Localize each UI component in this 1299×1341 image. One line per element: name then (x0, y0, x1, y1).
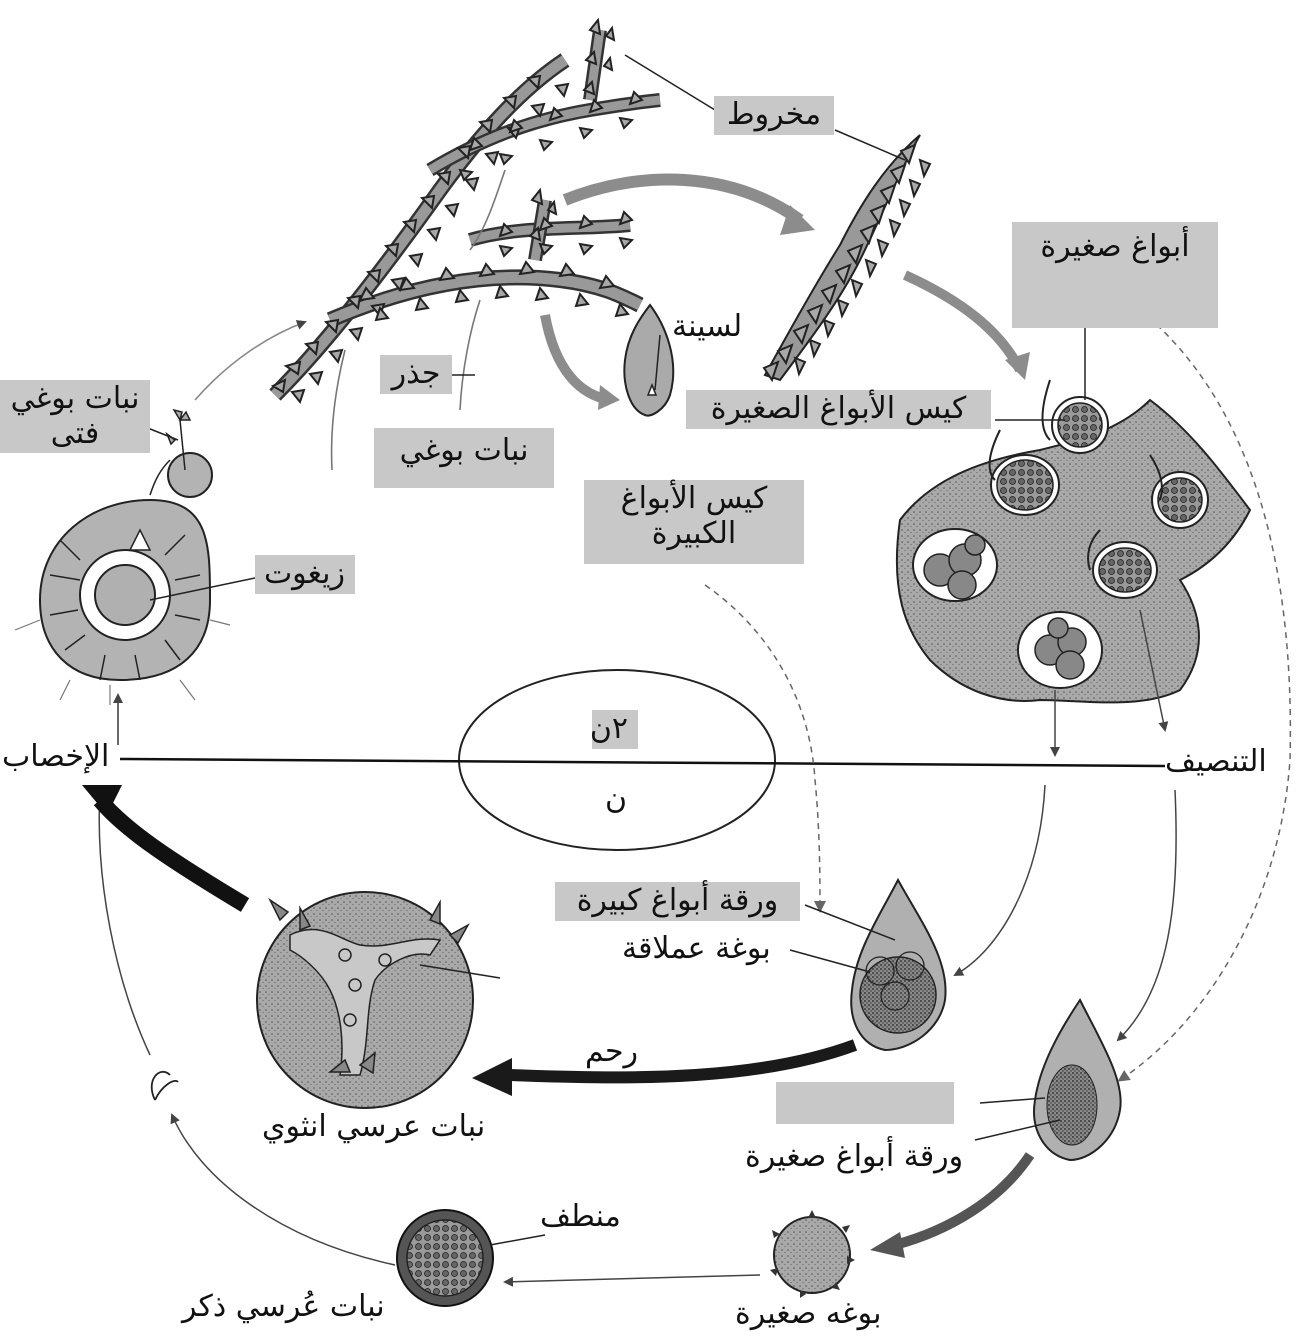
leader-lines (139, 54, 1086, 1246)
ligule-mark (646, 382, 658, 396)
megasporophyll (850, 877, 947, 1052)
label-haploid: ن (605, 781, 628, 816)
label-fertilization: الإخصاب (2, 739, 110, 774)
label-megasporophyll: ورقة أبواغ كبيرة (555, 882, 800, 921)
label-sporophyte: نبات بوغي (374, 428, 554, 488)
label-archegonium: رحم (585, 1034, 638, 1069)
label-young-sporophyte: نبات بوغي فتى (0, 380, 150, 453)
label-microspores: أبواغ صغيرة (1012, 222, 1218, 328)
blank-label-box (776, 1082, 954, 1124)
young-sporophyte-line2: فتى (50, 415, 100, 451)
sperm-cell (150, 1070, 179, 1101)
megasporangium-line2: الكبيرة (651, 515, 737, 551)
zygote-structure (14, 498, 231, 705)
label-root: جذر (380, 355, 452, 394)
ploidy-ellipse (458, 669, 776, 851)
sporophyte-shoot (269, 17, 661, 405)
label-male-gametophyte: نبات عُرسي ذكر (182, 1289, 385, 1324)
young-sporophyte (149, 408, 213, 498)
ligule-leaf (623, 303, 675, 417)
young-sporophyte-line1: نبات بوغي (10, 381, 140, 416)
label-antheridium: منطف (540, 1199, 621, 1234)
label-female-gametophyte: نبات عرسي انثوي (262, 1109, 486, 1144)
megasporangium-line1: كيس الأبواغ (620, 481, 768, 516)
label-megasporangium: كيس الأبواغ الكبيرة (584, 480, 804, 564)
label-megaspore: بوغة عملاقة (622, 931, 771, 966)
sporangia-tissue (895, 379, 1252, 704)
label-cone: مخروط (714, 96, 834, 135)
microspore-body (770, 1210, 855, 1298)
label-microspore: بوغه صغيرة (735, 1296, 882, 1331)
label-zygote: زيغوت (255, 555, 355, 594)
label-diploid: ٢ن (590, 710, 638, 749)
label-ligule: لسينة (672, 309, 743, 344)
label-microsporophyll: ورقة أبواغ صغيرة (745, 1139, 964, 1174)
label-meiosis: التنصيف (1165, 744, 1267, 779)
male-gametophyte-body (396, 1209, 494, 1307)
microsporophyll (1033, 998, 1122, 1162)
cone (762, 134, 932, 383)
ploidy-divider-line (119, 757, 1166, 768)
label-microsporangium: كيس الأبواغ الصغيرة (686, 390, 991, 429)
roots (330, 169, 506, 471)
cycle-arrows (82, 173, 1292, 1287)
female-gametophyte-body (256, 891, 474, 1109)
